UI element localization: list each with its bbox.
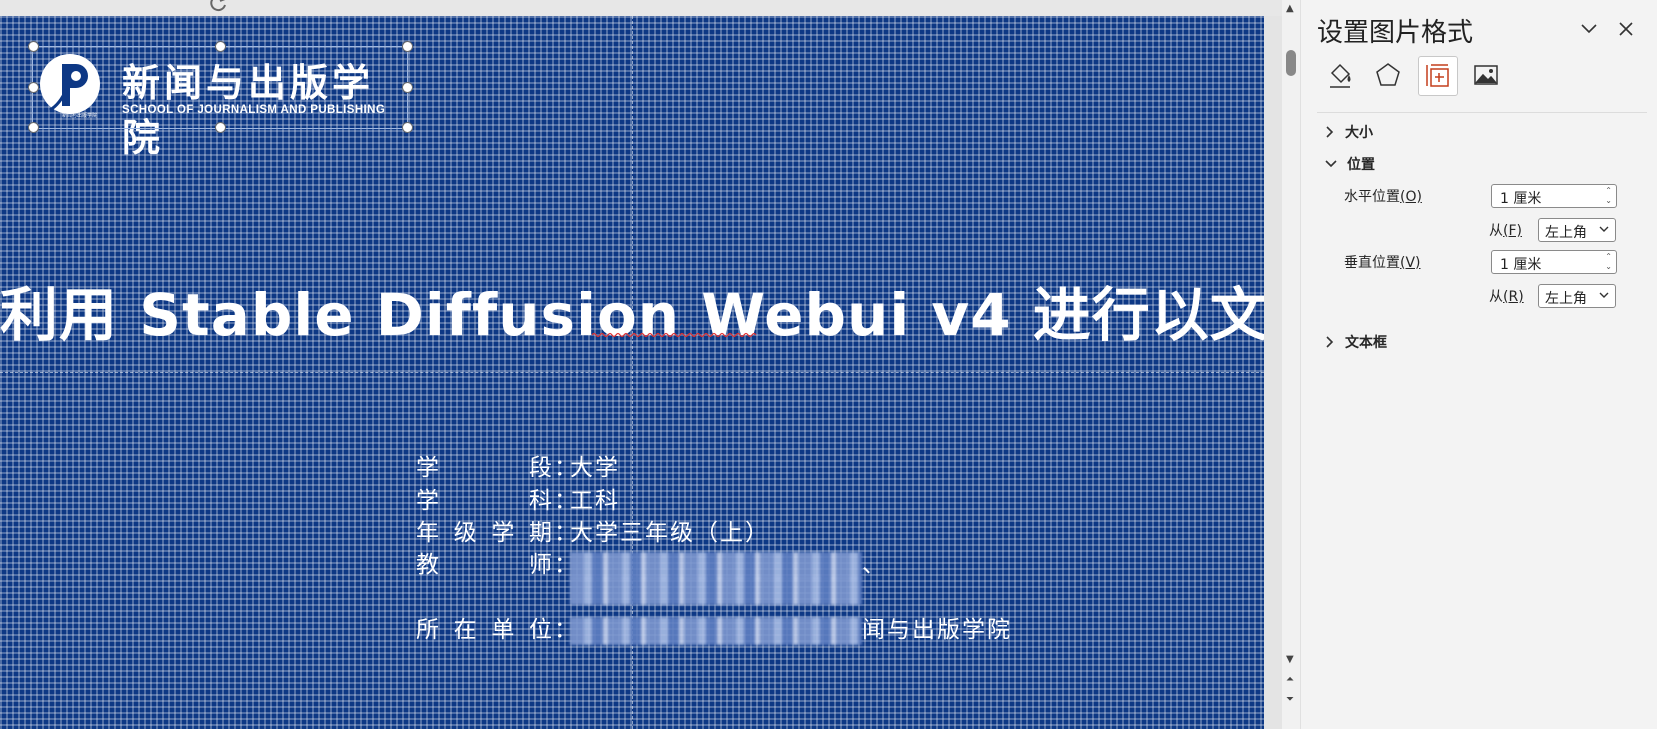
section-textbox[interactable]: 文本框 bbox=[1325, 332, 1387, 352]
access-key: (R) bbox=[1503, 289, 1524, 305]
vertical-position-spinner[interactable]: 1 厘米 ⌃⌄ bbox=[1491, 250, 1617, 274]
chevron-right-icon bbox=[1326, 336, 1334, 348]
redacted-unit-prefix bbox=[570, 617, 862, 645]
info-value: 大学三年级（上） bbox=[570, 520, 770, 546]
access-key: (F) bbox=[1503, 223, 1522, 239]
selection-frame bbox=[32, 46, 408, 129]
access-key: (V) bbox=[1400, 255, 1421, 271]
access-key: (O) bbox=[1400, 189, 1422, 205]
label-text: 从 bbox=[1489, 223, 1503, 239]
info-row-teacher-cont bbox=[416, 577, 862, 605]
from-horizontal-label: 从(F) bbox=[1489, 220, 1522, 240]
info-value: 、 bbox=[862, 552, 887, 578]
tab-fill-line[interactable] bbox=[1321, 56, 1359, 94]
spinner-arrows-icon[interactable]: ⌃⌄ bbox=[1605, 252, 1612, 271]
vertical-position-label: 垂直位置(V) bbox=[1344, 252, 1421, 272]
info-row-stage[interactable]: 学段：大学 bbox=[416, 448, 620, 482]
school-logo-picture[interactable]: 新闻与出版学院 新闻与出版学院 SCHOOL OF JOURNALISM AND… bbox=[32, 46, 407, 160]
info-value: 大学 bbox=[570, 455, 620, 481]
resize-handle-bm[interactable] bbox=[215, 122, 226, 133]
logo-mark-icon bbox=[40, 54, 100, 114]
info-colon: ： bbox=[554, 488, 579, 514]
rotate-handle-icon[interactable] bbox=[205, 0, 231, 16]
resize-handle-ml[interactable] bbox=[28, 82, 39, 93]
section-label: 文本框 bbox=[1345, 335, 1387, 351]
chevron-right-icon bbox=[1326, 126, 1334, 138]
next-slide-icon[interactable]: ⏷ bbox=[1286, 694, 1294, 705]
label-text: 从 bbox=[1489, 289, 1503, 305]
slide-title[interactable]: 利用 Stable Diffusion Webui v4 进行以文生图 bbox=[0, 281, 1264, 349]
info-value: 工科 bbox=[570, 488, 620, 514]
logo-title: 新闻与出版学院 bbox=[122, 61, 375, 160]
select-value: 左上角 bbox=[1545, 225, 1587, 241]
section-size[interactable]: 大小 bbox=[1325, 122, 1373, 142]
resize-handle-tl[interactable] bbox=[28, 41, 39, 52]
redacted-teacher-names bbox=[570, 552, 862, 580]
info-value: 闻与出版学院 bbox=[862, 617, 1012, 643]
info-row-grade[interactable]: 年级学期：大学三年级（上） bbox=[416, 513, 770, 547]
scroll-thumb[interactable] bbox=[1286, 50, 1296, 76]
paint-bucket-icon bbox=[1330, 63, 1351, 88]
resize-handle-br[interactable] bbox=[402, 122, 413, 133]
info-row-subject[interactable]: 学科：工科 bbox=[416, 481, 620, 515]
section-position[interactable]: 位置 bbox=[1325, 154, 1375, 174]
previous-slide-icon[interactable]: ⏶ bbox=[1286, 674, 1294, 685]
slide-vertical-scrollbar[interactable]: ▲ ▼ ⏶ ⏷ bbox=[1282, 0, 1300, 729]
section-label: 大小 bbox=[1345, 125, 1373, 141]
tab-picture[interactable] bbox=[1467, 56, 1505, 94]
horizontal-position-label: 水平位置(O) bbox=[1344, 186, 1422, 206]
from-vertical-select[interactable]: 左上角 bbox=[1538, 284, 1616, 308]
select-value: 左上角 bbox=[1545, 291, 1587, 307]
spinner-value: 1 厘米 bbox=[1500, 191, 1542, 207]
resize-handle-tm[interactable] bbox=[215, 41, 226, 52]
section-label: 位置 bbox=[1347, 157, 1375, 173]
info-colon: ： bbox=[554, 520, 579, 546]
info-colon: ： bbox=[554, 455, 579, 481]
info-label: 学科 bbox=[416, 488, 554, 514]
slide[interactable]: 新闻与出版学院 新闻与出版学院 SCHOOL OF JOURNALISM AND… bbox=[0, 16, 1264, 729]
pentagon-icon bbox=[1376, 63, 1400, 86]
horizontal-position-spinner[interactable]: 1 厘米 ⌃⌄ bbox=[1491, 184, 1617, 208]
label-text: 垂直位置 bbox=[1344, 255, 1400, 271]
format-picture-pane: 设置图片格式 大小 bbox=[1300, 0, 1657, 729]
spinner-arrows-icon[interactable]: ⌃⌄ bbox=[1605, 186, 1612, 205]
pane-divider bbox=[1317, 112, 1647, 113]
resize-handle-tr[interactable] bbox=[402, 41, 413, 52]
info-label: 教师 bbox=[416, 552, 554, 578]
tab-effects[interactable] bbox=[1369, 56, 1407, 94]
scroll-up-icon[interactable]: ▲ bbox=[1286, 3, 1294, 14]
info-label: 学段 bbox=[416, 455, 554, 481]
info-row-unit[interactable]: 所在单位： 闻与出版学院 bbox=[416, 610, 1012, 645]
horizontal-guide[interactable] bbox=[0, 372, 1264, 373]
info-colon: ： bbox=[554, 552, 579, 578]
resize-handle-mr[interactable] bbox=[402, 82, 413, 93]
close-icon[interactable] bbox=[1619, 22, 1633, 36]
info-label: 年级学期 bbox=[416, 520, 554, 546]
logo-small-text: 新闻与出版学院 bbox=[62, 113, 98, 119]
resize-handle-bl[interactable] bbox=[28, 122, 39, 133]
spinner-value: 1 厘米 bbox=[1500, 257, 1542, 273]
info-label: 所在单位 bbox=[416, 617, 554, 643]
redacted-teacher-names-line2 bbox=[570, 577, 862, 605]
tab-size-position[interactable] bbox=[1418, 56, 1458, 96]
pane-options-chevron-icon[interactable] bbox=[1580, 22, 1598, 34]
label-text: 水平位置 bbox=[1344, 189, 1400, 205]
chevron-down-icon bbox=[1325, 160, 1337, 168]
spellcheck-underline bbox=[592, 332, 757, 338]
scroll-down-icon[interactable]: ▼ bbox=[1286, 654, 1294, 665]
info-row-teacher[interactable]: 教师： 、 bbox=[416, 545, 887, 580]
pane-title: 设置图片格式 bbox=[1317, 18, 1474, 48]
chevron-down-icon bbox=[1599, 292, 1609, 298]
logo-subtitle: SCHOOL OF JOURNALISM AND PUBLISHING bbox=[122, 104, 386, 116]
from-vertical-label: 从(R) bbox=[1489, 286, 1524, 306]
from-horizontal-select[interactable]: 左上角 bbox=[1538, 218, 1616, 242]
slide-editing-canvas[interactable]: 新闻与出版学院 新闻与出版学院 SCHOOL OF JOURNALISM AND… bbox=[0, 0, 1282, 729]
size-position-icon bbox=[1426, 64, 1449, 87]
info-colon: ： bbox=[554, 617, 579, 643]
picture-icon bbox=[1474, 65, 1498, 85]
chevron-down-icon bbox=[1599, 226, 1609, 232]
canvas-top-strip bbox=[0, 0, 1282, 16]
